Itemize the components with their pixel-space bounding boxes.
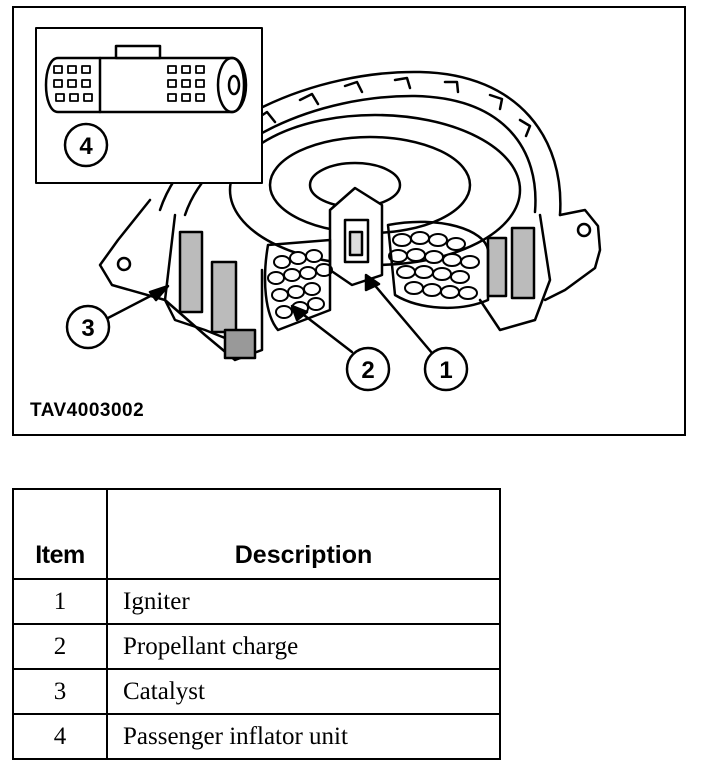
legend-item-description: Passenger inflator unit <box>106 713 501 760</box>
legend-item-description: Catalyst <box>106 668 501 715</box>
figure-code: TAV4003002 <box>30 400 145 421</box>
table-row: 1 Igniter <box>12 578 501 625</box>
callout-label-2: 2 <box>361 357 374 384</box>
legend-item-number: 1 <box>12 578 108 625</box>
legend-item-number: 2 <box>12 623 108 670</box>
table-row: 3 Catalyst <box>12 668 501 715</box>
propellant-pellets-right <box>388 231 480 300</box>
inset-box <box>35 27 263 184</box>
legend-item-number: 4 <box>12 713 108 760</box>
callout-1 <box>364 273 469 392</box>
legend-item-description: Propellant charge <box>106 623 501 670</box>
callout-label-4: 4 <box>79 133 93 160</box>
legend-header-description: Description <box>106 488 501 580</box>
legend-header-item: Item <box>12 488 108 580</box>
table-row: 2 Propellant charge <box>12 623 501 670</box>
callout-3 <box>65 284 170 350</box>
callout-label-3: 3 <box>81 315 94 342</box>
legend-header-row: Item Description <box>12 488 501 580</box>
callout-label-1: 1 <box>439 357 452 384</box>
callout-4 <box>63 122 109 168</box>
legend-table: Item Description 1 Igniter 2 Propellant … <box>12 488 501 760</box>
inflator-illustration: 4 3 2 1 <box>35 27 602 392</box>
legend-item-number: 3 <box>12 668 108 715</box>
callout-2 <box>290 304 391 392</box>
legend-item-description: Igniter <box>106 578 501 625</box>
table-row: 4 Passenger inflator unit <box>12 713 501 760</box>
